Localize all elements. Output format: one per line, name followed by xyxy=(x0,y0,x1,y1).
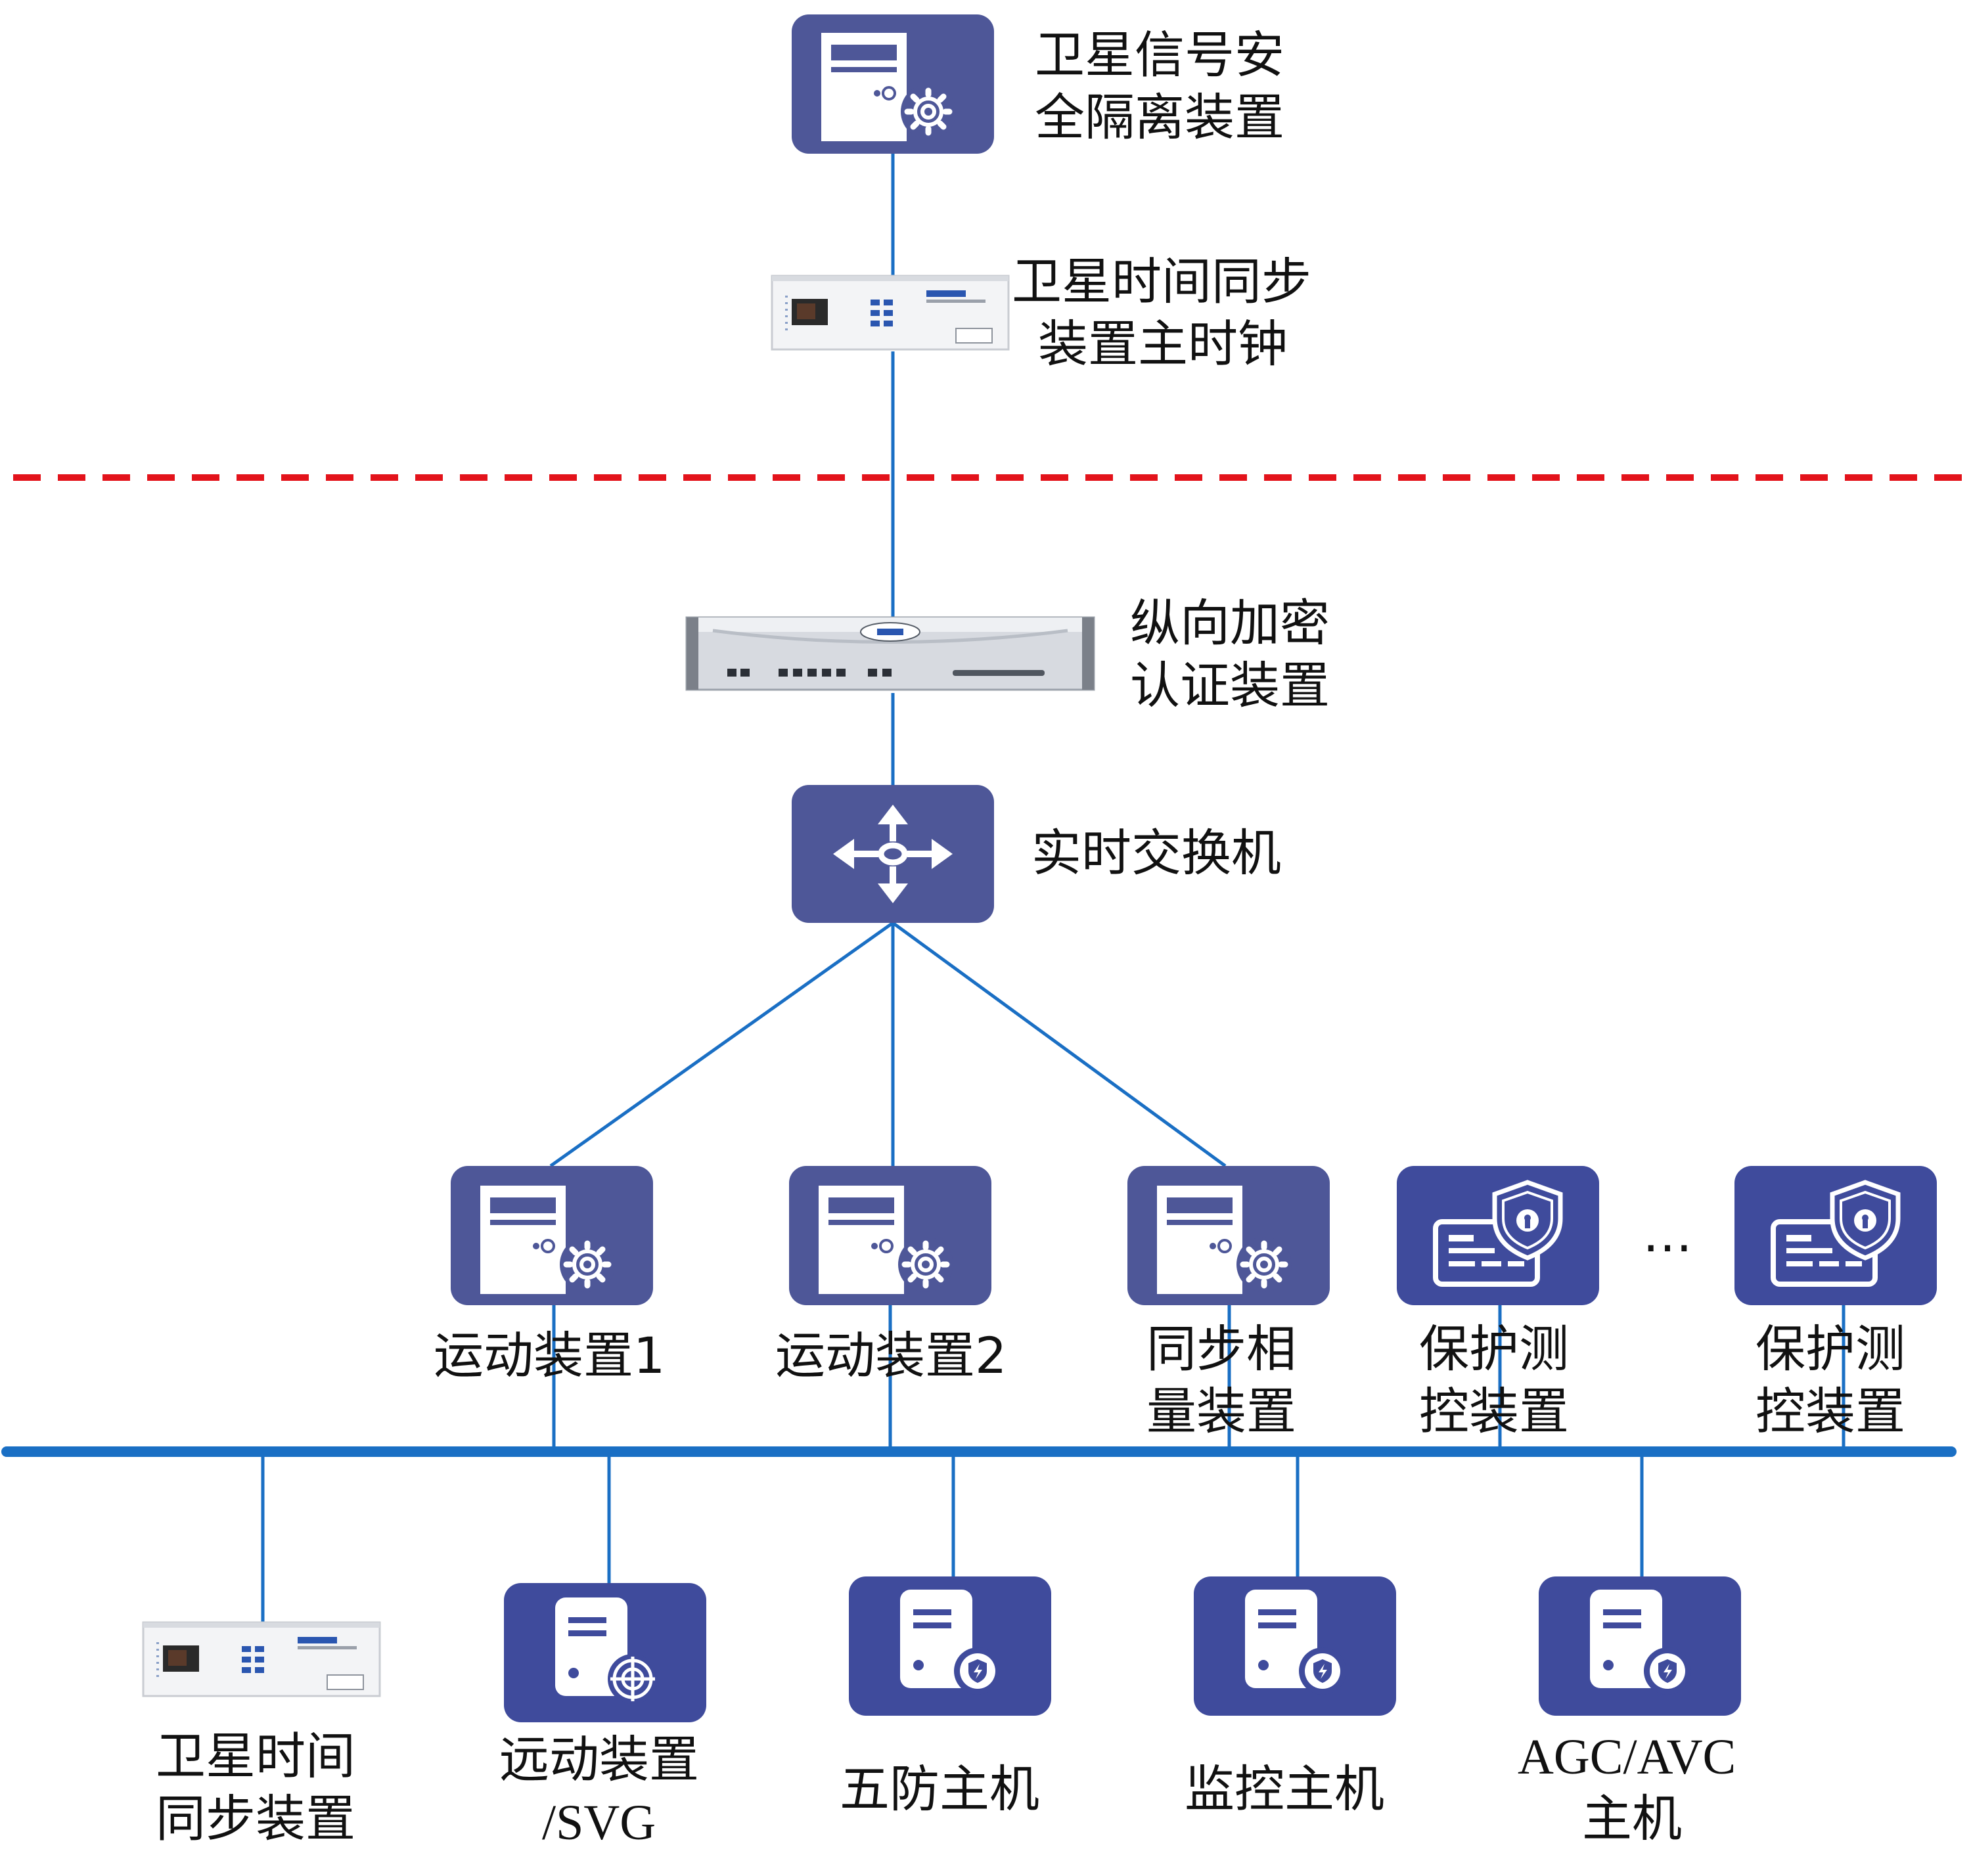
rtu2-label: 运动装置2 xyxy=(775,1326,1007,1385)
five-defense-label: 五防主机 xyxy=(840,1760,1039,1818)
protection2-label-line1: 保护测 xyxy=(1756,1320,1905,1378)
svg-text:纵向加密 认证装置: 纵向加密 认证装置 xyxy=(1130,594,1346,715)
protection1-label-line1: 保护测 xyxy=(1419,1320,1569,1378)
time-sync-label-line1: 卫星时间 xyxy=(156,1727,355,1785)
master-clock-label-line1: 卫星时间同步 xyxy=(1012,252,1311,311)
clock-device-photo xyxy=(142,1621,381,1697)
svg-text:同步相 量装置: 同步相 量装置 xyxy=(1146,1320,1312,1440)
agc-avc-label-line1: AGC/AVC xyxy=(1518,1730,1736,1785)
rtu2-device: 运动装置2 xyxy=(775,1166,1007,1385)
encryption-label-line1: 纵向加密 xyxy=(1130,594,1330,652)
switch-arrows-icon xyxy=(833,805,953,903)
monitor-label: 监控主机 xyxy=(1185,1760,1384,1818)
isolation-device: 卫星信号安 全隔离装置 xyxy=(792,14,1300,154)
pmu-label-line1: 同步相 xyxy=(1146,1320,1296,1378)
svg-text:卫星信号安 全隔离装置: 卫星信号安 全隔离装置 xyxy=(1035,26,1300,146)
protection2-label-line2: 控装置 xyxy=(1756,1382,1905,1440)
five-defense-host: 五防主机 xyxy=(840,1576,1051,1818)
rtu-svg-device: 远动装置 /SVG xyxy=(499,1583,706,1850)
pmu-device: 同步相 量装置 xyxy=(1127,1166,1330,1440)
master-clock-device: 卫星时间同步 装置主时钟 xyxy=(771,252,1327,373)
monitor-host: 监控主机 xyxy=(1185,1576,1396,1818)
realtime-switch: 实时交换机 xyxy=(792,785,1281,923)
svg-text:保护测 控装置: 保护测 控装置 xyxy=(1756,1320,1921,1440)
link-switch-pmu xyxy=(892,921,1227,1168)
time-sync-label-line2: 同步装置 xyxy=(156,1789,355,1848)
protection1-device: 保护测 控装置 xyxy=(1397,1166,1599,1440)
pmu-label-line2: 量装置 xyxy=(1146,1382,1296,1440)
encryption-label-line2: 认证装置 xyxy=(1130,656,1330,715)
agc-avc-host: AGC/AVC 主机 xyxy=(1518,1576,1741,1848)
rtu-svg-label-line1: 远动装置 xyxy=(499,1730,699,1789)
rtu1-label: 运动装置1 xyxy=(434,1326,665,1385)
time-sync-device: 卫星时间 同步装置 xyxy=(142,1621,381,1848)
isolation-label-line2: 全隔离装置 xyxy=(1035,88,1284,146)
rtu1-device: 运动装置1 xyxy=(434,1166,665,1385)
master-clock-label-line2: 装置主时钟 xyxy=(1038,315,1288,373)
svg-text:卫星时间 同步装置: 卫星时间 同步装置 xyxy=(156,1727,371,1848)
rtu-svg-label-line2: /SVG xyxy=(542,1795,656,1850)
svg-text:卫星时间同步 装置主时钟: 卫星时间同步 装置主时钟 xyxy=(1012,252,1327,373)
encryption-device: 纵向加密 认证装置 xyxy=(687,594,1346,715)
connection-lines xyxy=(261,152,1846,1622)
protection1-label-line2: 控装置 xyxy=(1419,1382,1569,1440)
link-switch-rtu1 xyxy=(549,921,894,1168)
ellipsis-text: … xyxy=(1642,1205,1692,1263)
switch-label: 实时交换机 xyxy=(1031,824,1281,882)
switch-box xyxy=(792,785,994,923)
protection2-device: 保护测 控装置 xyxy=(1734,1166,1937,1440)
agc-avc-label-line2: 主机 xyxy=(1582,1789,1682,1848)
clock-device-photo xyxy=(771,275,1010,351)
svg-text:保护测 控装置: 保护测 控装置 xyxy=(1419,1320,1585,1440)
encryption-device-photo xyxy=(687,617,1094,690)
isolation-label-line1: 卫星信号安 xyxy=(1035,26,1284,84)
